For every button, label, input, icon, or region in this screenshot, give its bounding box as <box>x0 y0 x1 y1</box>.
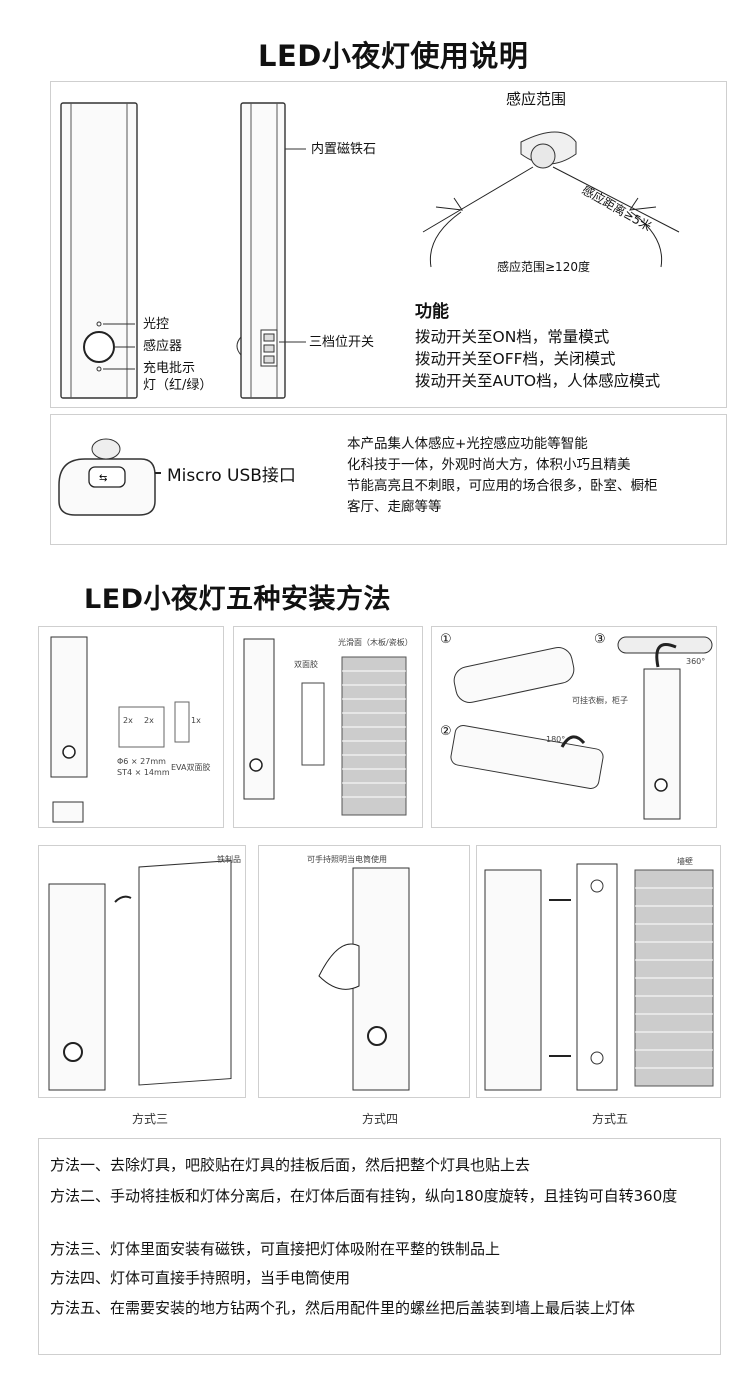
method-4-caption: 方式四 <box>362 1112 399 1126</box>
smooth-surface-label: 光滑面（木板/瓷板） <box>338 638 413 647</box>
handheld-note: 可手持照明当电筒使用 <box>307 855 387 864</box>
hang-cabinet-label: 可挂衣橱，柜子 <box>572 696 628 705</box>
double-sided-tape-label: 双面胶 <box>294 660 318 669</box>
range-angle: 感应范围≥120度 <box>497 260 590 274</box>
method-3: 方法三、灯体里面安装有磁铁，可直接把灯体吸附在平整的铁制品上 <box>50 1240 501 1258</box>
iron-label: 铁制品 <box>217 855 241 864</box>
install-panel-wall: 墙壁 <box>476 845 721 1098</box>
usb-label: Miscro USB接口 <box>167 466 296 486</box>
range-title: 感应范围 <box>506 90 567 108</box>
step-2-marker: ② <box>440 724 452 739</box>
qty-c: 1x <box>191 716 201 725</box>
method-1: 方法一、去除灯具，吧胶贴在灯具的挂板后面，然后把整个灯具也贴上去 <box>50 1156 531 1174</box>
magnet-label: 内置磁铁石 <box>311 142 377 157</box>
qty-a: 2x <box>123 716 133 725</box>
function-title: 功能 <box>415 302 449 322</box>
light-control-label: 光控 <box>143 317 170 332</box>
function-line-off: 拨动开关至OFF档，关闭模式 <box>415 350 616 368</box>
usb-description-line-1: 本产品集人体感应+光控感应功能等智能 <box>347 436 588 452</box>
wall-mount-drawing <box>484 863 714 1091</box>
switch-label: 三档位开关 <box>309 335 375 350</box>
step-1-marker: ① <box>440 632 452 647</box>
usb-port-drawing: ⇆ <box>58 438 161 516</box>
adhesive-drawing <box>243 638 407 816</box>
hook-drawing <box>450 636 713 820</box>
qty-b: 2x <box>144 716 154 725</box>
indicator-color-label: 灯（红/绿） <box>143 378 213 393</box>
methods-panel <box>38 1138 721 1355</box>
function-line-auto: 拨动开关至AUTO档，人体感应模式 <box>415 372 661 390</box>
install-panel-handheld: 可手持照明当电筒使用 <box>258 845 470 1098</box>
install-title: LED小夜灯五种安装方法 <box>84 584 392 615</box>
install-panel-adhesive: 光滑面（木板/瓷板） 双面胶 <box>233 626 423 828</box>
svg-text:⇆: ⇆ <box>99 473 107 484</box>
rotate-360-label: 360° <box>686 657 706 666</box>
method-5: 方法五、在需要安装的地方钻两个孔，然后用配件里的螺丝把后盖装到墙上最后装上灯体 <box>50 1299 636 1317</box>
product-drawing <box>60 102 680 399</box>
charge-indicator-label: 充电批示 <box>143 361 196 376</box>
usb-description-line-2: 化科技于一体，外观时尚大方，体积小巧且精美 <box>347 457 631 473</box>
screw-spec-1: Φ6 × 27mm <box>117 757 166 766</box>
accessories-drawing <box>50 636 190 823</box>
handheld-drawing <box>318 867 410 1091</box>
method-4: 方法四、灯体可直接手持照明，当手电筒使用 <box>50 1269 351 1287</box>
step-3-marker: ③ <box>594 632 606 647</box>
magnet-drawing <box>48 860 232 1091</box>
wall-label: 墙壁 <box>677 857 693 866</box>
usb-description-line-4: 客厅、走廊等等 <box>347 499 442 515</box>
method-2: 方法二、手动将挂板和灯体分离后，在灯体后面有挂钩，纵向180度旋转，且挂钩可自转… <box>50 1187 678 1205</box>
usb-description-line-3: 节能高亮且不刺眼，可应用的场合很多，卧室、橱柜 <box>347 478 658 494</box>
method-3-caption: 方式三 <box>132 1112 169 1126</box>
install-panel-accessories: 2x 2x 1x Φ6 × 27mm ST4 × 14mm EVA双面胶 <box>38 626 224 828</box>
screw-spec-2: ST4 × 14mm <box>117 768 170 777</box>
product-diagram-panel: 内置磁铁石 光控 感应器 充电批示 灯（红/绿） 三档位开关 感应范围 感应距离… <box>50 81 727 408</box>
rotate-180-label: 180° <box>546 735 566 744</box>
method-5-caption: 方式五 <box>592 1112 629 1126</box>
sensor-label: 感应器 <box>143 339 183 354</box>
install-panel-hook: ① ② ③ 180° 360° 可挂衣橱，柜子 <box>431 626 717 828</box>
manual-title: LED小夜灯使用说明 <box>258 39 529 73</box>
eva-tape-label: EVA双面胶 <box>171 763 211 772</box>
usb-panel: ⇆ Miscro USB接口 本产品集人体感应+光控感应功能等智能 化科技于一体… <box>50 414 727 545</box>
install-panel-magnet: 铁制品 <box>38 845 246 1098</box>
function-line-on: 拨动开关至ON档，常量模式 <box>415 328 610 346</box>
